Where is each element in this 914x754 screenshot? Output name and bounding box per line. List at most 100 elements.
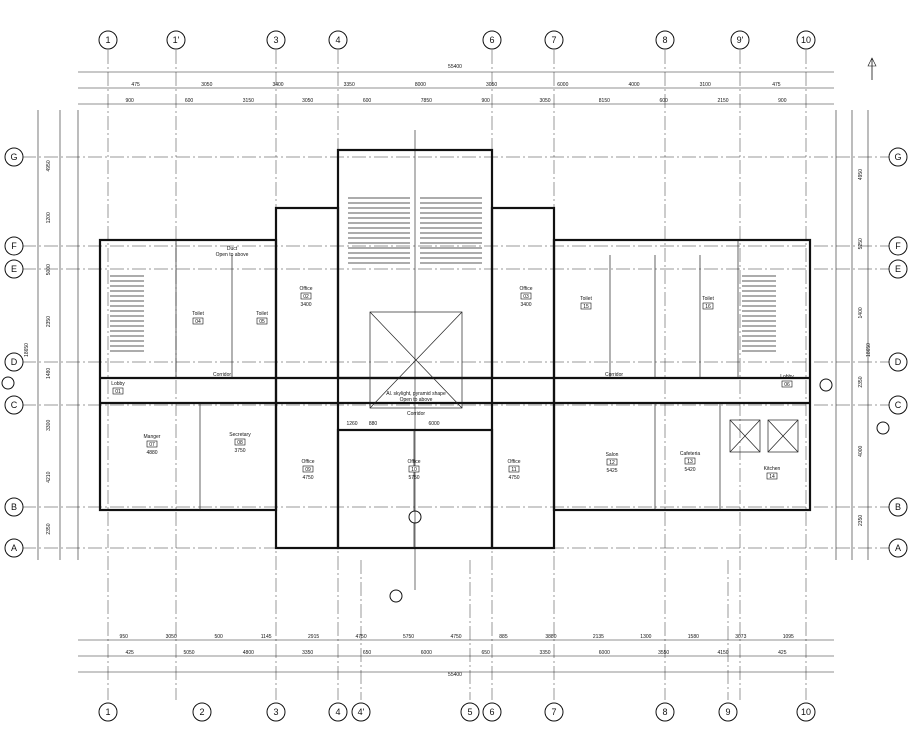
room-name: Manger (144, 434, 161, 440)
dimension-left: 4950 (46, 160, 52, 171)
grid-bubble-top: 4 (328, 30, 348, 50)
room-name: Secretary (229, 432, 251, 438)
grid-bubble-left-label: A (11, 543, 17, 553)
dimension-top-row2: 900 (481, 98, 490, 104)
room-tag: 04 (195, 319, 201, 325)
grid-bubble-left: G (4, 147, 24, 167)
dimension-bottom-row1: 885 (499, 634, 508, 640)
grid-bubble-right-label: G (894, 152, 901, 162)
room-tag: 16 (705, 304, 711, 310)
dimension-top-row2: 3150 (243, 98, 254, 104)
grid-bubble-bottom: 5 (460, 702, 480, 722)
grid-bubble-top: 8 (655, 30, 675, 50)
dimension-top-row2: 600 (659, 98, 668, 104)
dimension-top-row2: 2150 (717, 98, 728, 104)
room-dimension: 3750 (234, 448, 245, 454)
room-label: Lobby 01 (111, 381, 125, 395)
dimension-bottom-row1: 2135 (593, 634, 604, 640)
dimension-right: 4950 (858, 169, 864, 180)
dimension-right: 5250 (858, 238, 864, 249)
room-tag: 10 (411, 467, 417, 473)
grid-bubble-top-label: 1' (173, 35, 180, 45)
room-name: Salon (606, 452, 619, 458)
left-wing-outline (98, 238, 278, 512)
room-dimension: 5750 (408, 475, 419, 481)
dimension-bottom-row2: 425 (125, 650, 134, 656)
room-dimension: 4750 (508, 475, 519, 481)
dimension-lines (37, 71, 869, 673)
north-arrow-icon (867, 57, 877, 80)
room-name: Lobby (111, 381, 125, 387)
grid-bubble-top-label: 9' (737, 35, 744, 45)
corridor-label-left: Corridor (213, 372, 231, 378)
dimension-top-row2: 900 (778, 98, 787, 104)
dimension-bottom-row1: 1580 (688, 634, 699, 640)
room-tag: 15 (583, 304, 589, 310)
corridor-label-right: Corridor (605, 372, 623, 378)
elevator-cross (767, 419, 799, 453)
dimension-bottom-row2: 5050 (183, 650, 194, 656)
grid-bubble-top-label: 8 (662, 35, 667, 45)
room-tag: 03 (523, 294, 529, 300)
dimension-bottom-row1: 1145 (261, 634, 272, 640)
room-name: Kitchen (764, 466, 781, 472)
corridor-dimension: 6000 (428, 421, 439, 427)
room-dimension: 4880 (146, 450, 157, 456)
dimension-top-row1: 3050 (201, 82, 212, 88)
dimension-bottom-row1: 3880 (545, 634, 556, 640)
room-name: Office (508, 459, 521, 465)
right-wing-outline (552, 238, 812, 512)
room-tag: 09 (305, 467, 311, 473)
dimension-left: 4210 (46, 471, 52, 482)
corridor-dimension: 1260 (346, 421, 357, 427)
dimension-right: 2350 (858, 515, 864, 526)
dimension-right: 1400 (858, 307, 864, 318)
grid-bubble-top-label: 6 (489, 35, 494, 45)
grid-bubble-top: 9' (730, 30, 750, 50)
dimension-top-row1: 475 (772, 82, 781, 88)
dimension-top-row1: 4000 (628, 82, 639, 88)
skylight-outline (369, 311, 463, 409)
grid-bubble-left-label: F (11, 241, 17, 251)
grid-bubble-right: B (888, 497, 908, 517)
grid-bubble-top: 1' (166, 30, 186, 50)
grid-bubble-top-label: 1 (105, 35, 110, 45)
grid-bubble-bottom: 8 (655, 702, 675, 722)
dimension-left: 5000 (46, 264, 52, 275)
room-tag: 12 (609, 460, 615, 466)
room-dimension: 5420 (684, 467, 695, 473)
dimension-top-row2: 7850 (421, 98, 432, 104)
dimension-bottom-row1: 5750 (403, 634, 414, 640)
room-tag: 01 (115, 389, 121, 395)
dimension-left: 3300 (46, 420, 52, 431)
grid-bubble-right: D (888, 352, 908, 372)
grid-bubble-left: C (4, 395, 24, 415)
grid-bubble-bottom: 9 (718, 702, 738, 722)
dimension-top-row1: 3100 (700, 82, 711, 88)
room-dimension: 3400 (300, 302, 311, 308)
overall-dimension-right: 18650 (866, 343, 872, 357)
room-name: Office (302, 459, 315, 465)
grid-bubble-left: E (4, 259, 24, 279)
dimension-top-row1: 475 (131, 82, 140, 88)
elevator-shaft (767, 419, 799, 453)
room-name: Toilet (256, 311, 268, 317)
dimension-bottom-row2: 6000 (421, 650, 432, 656)
grid-bubble-left: B (4, 497, 24, 517)
room-name: Lobby (780, 374, 794, 380)
overall-dimension-bottom: 55400 (448, 672, 462, 678)
elevator-shaft (729, 419, 761, 453)
grid-bubble-bottom-label: 9 (725, 707, 730, 717)
grid-bubble-bottom-label: 2 (199, 707, 204, 717)
skylight-note: Al. skylight, pyramid shape (386, 391, 446, 397)
grid-bubble-right-label: E (895, 264, 901, 274)
